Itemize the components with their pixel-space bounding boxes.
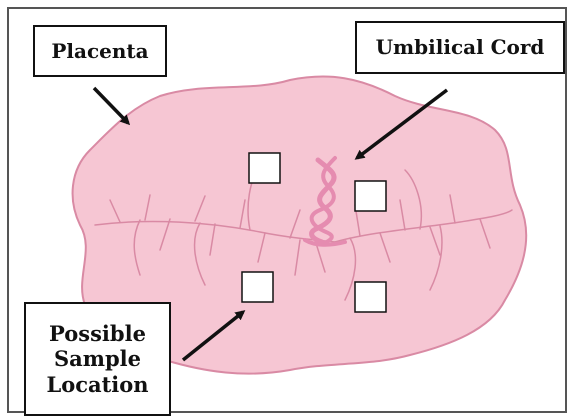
umbilical-cord-label: Umbilical Cord	[355, 21, 565, 74]
placenta-arrow	[94, 88, 128, 123]
sample-location-box	[355, 282, 386, 312]
possible-sample-location-label: Possible Sample Location	[24, 302, 171, 416]
sample-location-box	[355, 181, 386, 211]
sample-location-box	[249, 153, 280, 183]
placenta-label: Placenta	[33, 25, 167, 77]
sample-label-line: Sample	[54, 346, 141, 372]
sample-label-line: Location	[46, 372, 148, 398]
sample-location-box	[242, 272, 273, 302]
placenta-label-text: Placenta	[51, 39, 148, 63]
umbilical-cord-label-text: Umbilical Cord	[376, 35, 545, 59]
sample-label-line: Possible	[49, 321, 146, 347]
